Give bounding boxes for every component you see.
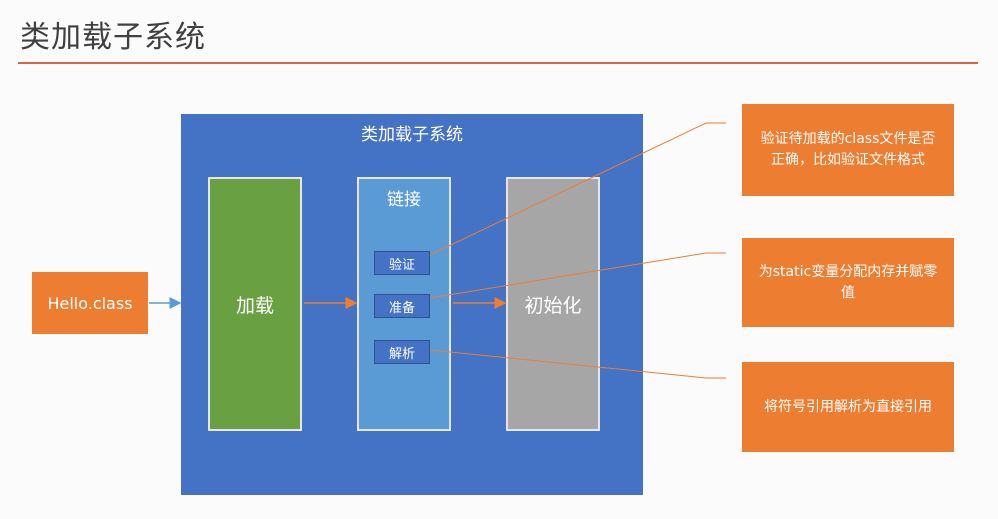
callout-verify [429, 122, 726, 256]
callout-prepare [429, 252, 726, 299]
stage-link: 链接 验证 准备 解析 [357, 177, 451, 431]
title-divider [18, 62, 978, 64]
note-verify: 验证待加载的class文件是否正确，比如验证文件格式 [742, 104, 954, 196]
page-title: 类加载子系统 [20, 20, 206, 55]
callout-resolve [429, 349, 726, 379]
link-step-verify: 验证 [374, 251, 430, 275]
stage-load: 加载 [208, 177, 302, 431]
stage-load-label: 加载 [235, 294, 274, 317]
subsystem-label: 类加载子系统 [361, 125, 463, 145]
note-resolve: 将符号引用解析为直接引用 [742, 362, 954, 452]
link-step-prepare: 准备 [374, 294, 430, 318]
note-prepare: 为static变量分配内存并赋零值 [742, 238, 954, 327]
stage-init-label: 初始化 [524, 294, 582, 317]
link-step-resolve: 解析 [374, 340, 430, 364]
input-class-file: Hello.class [32, 272, 148, 334]
stage-init: 初始化 [506, 177, 600, 431]
stage-link-label: 链接 [387, 190, 421, 210]
class-loader-subsystem: 类加载子系统 加载 链接 验证 准备 解析 初始化 [181, 114, 643, 495]
